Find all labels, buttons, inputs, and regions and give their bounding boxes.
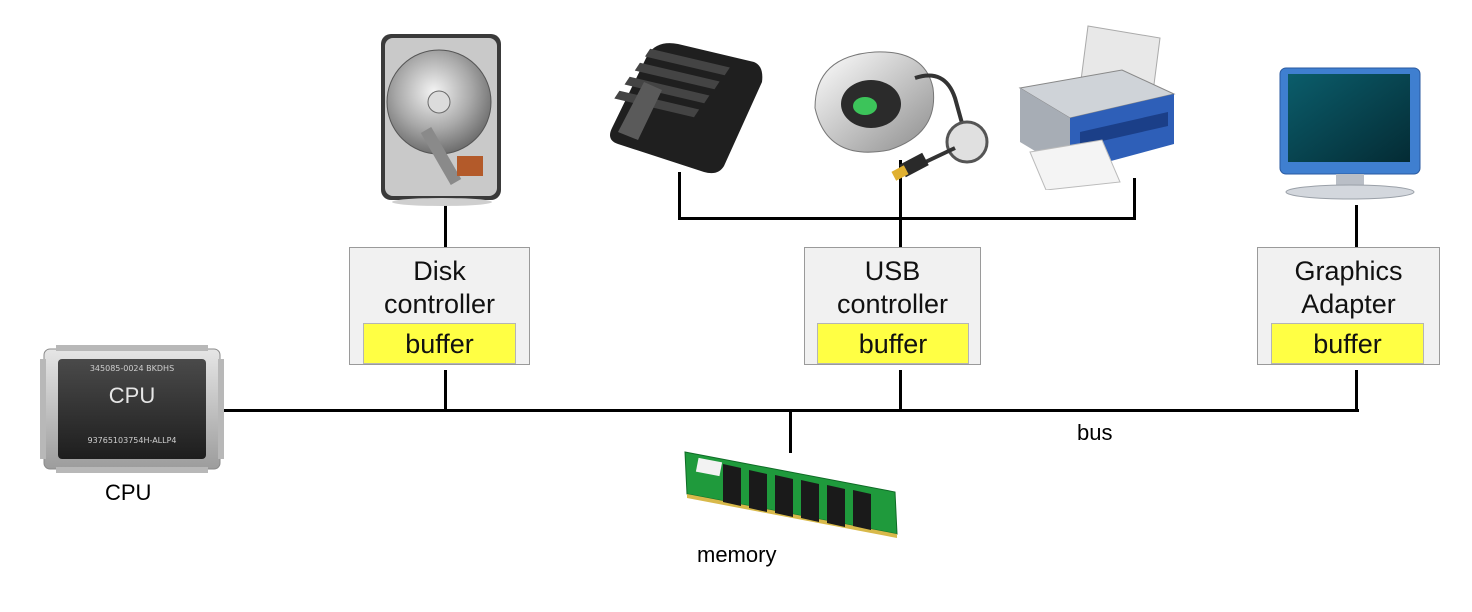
usb-hub-line (678, 217, 1136, 220)
mouse-icon (805, 38, 990, 184)
usb-controller-label-line2: controller (836, 289, 949, 319)
graphics-adapter-label-line1: Graphics (1294, 256, 1403, 286)
disk-to-controller-link (444, 205, 447, 247)
keyboard-usb-link (678, 172, 681, 219)
bus-label: bus (1077, 420, 1113, 445)
hard-disk-icon (377, 30, 507, 206)
disk-controller-label-line1: Disk (413, 256, 466, 286)
graphics-adapter-bus-link (1355, 370, 1358, 410)
ram-module-icon (683, 448, 903, 538)
usb-controller: USB controller buffer (804, 247, 981, 365)
disk-controller: Disk controller buffer (349, 247, 530, 365)
disk-controller-buffer: buffer (363, 323, 516, 364)
usb-controller-hub-link (899, 160, 902, 248)
monitor-to-adapter-link (1355, 205, 1358, 247)
cpu-label: CPU (105, 480, 152, 505)
disk-controller-bus-link (444, 370, 447, 410)
printer-icon (1010, 22, 1182, 190)
printer-usb-link (1133, 178, 1136, 219)
svg-text:345085-0024 BKDHS: 345085-0024 BKDHS (90, 364, 174, 373)
svg-text:93765103754H-ALLP4: 93765103754H-ALLP4 (87, 436, 176, 445)
usb-controller-buffer: buffer (817, 323, 969, 364)
cpu-chip-text: CPU (109, 383, 155, 408)
monitor-icon (1276, 66, 1423, 200)
cpu-chip-icon: 345085-0024 BKDHS CPU 93765103754H-ALLP4 (40, 345, 224, 475)
keyboard-icon (604, 36, 764, 176)
memory-bus-link (789, 410, 792, 453)
disk-controller-label-line2: controller (383, 289, 496, 319)
graphics-adapter: Graphics Adapter buffer (1257, 247, 1440, 365)
memory-label: memory (697, 542, 777, 567)
usb-controller-bus-link (899, 370, 902, 410)
graphics-adapter-label-line2: Adapter (1301, 289, 1396, 319)
graphics-adapter-buffer: buffer (1271, 323, 1424, 364)
usb-controller-label-line1: USB (864, 256, 921, 286)
